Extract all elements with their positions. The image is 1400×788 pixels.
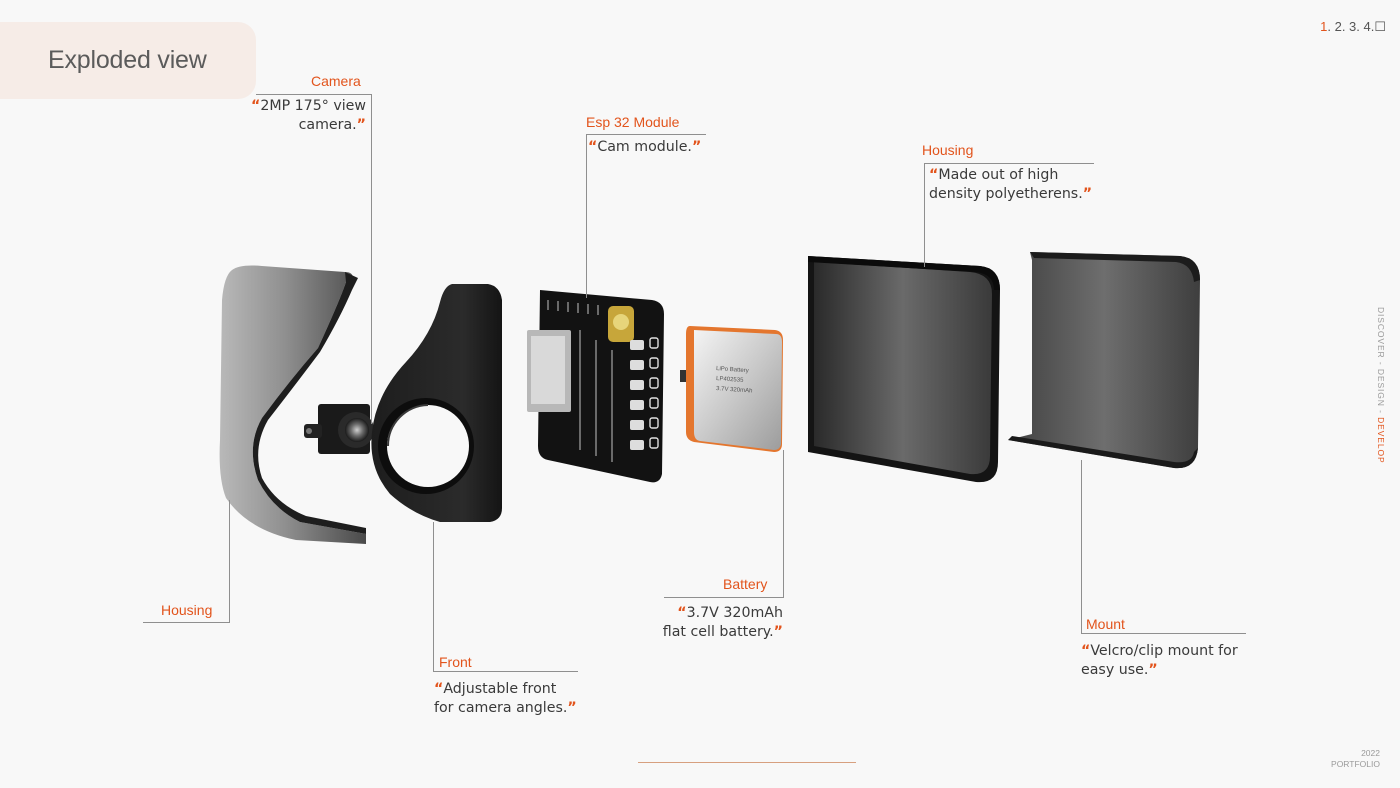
quote-close-mark: ” xyxy=(692,139,701,155)
housing-right-desc-line1: Made out of high xyxy=(938,167,1058,183)
battery-leader-h xyxy=(664,597,784,598)
quote-close-mark: ” xyxy=(1083,186,1092,202)
quote-open-mark: “ xyxy=(434,681,443,697)
battery-desc-line2: flat cell battery. xyxy=(663,624,774,640)
front-desc-line2: for camera angles. xyxy=(434,700,567,716)
esp-desc-line1: Cam module. xyxy=(597,139,692,155)
front-desc-line1: Adjustable front xyxy=(443,681,556,697)
front-description: “Adjustable front for camera angles.” xyxy=(434,680,577,717)
mount-desc-line1: Velcro/clip mount for xyxy=(1090,643,1237,659)
quote-close-mark: ” xyxy=(774,624,783,640)
housing-right-leader-h xyxy=(924,163,1094,164)
battery-description: “3.7V 320mAh flat cell battery.” xyxy=(663,604,783,641)
quote-open-mark: “ xyxy=(588,139,597,155)
esp-label: Esp 32 Module xyxy=(586,114,679,130)
mount-description: “Velcro/clip mount for easy use.” xyxy=(1081,642,1238,679)
battery-desc-line1: 3.7V 320mAh xyxy=(687,605,783,621)
camera-description: “2MP 175° view camera.” xyxy=(251,97,366,134)
quote-open-mark: “ xyxy=(1081,643,1090,659)
mount-desc-line2: easy use. xyxy=(1081,662,1148,678)
mount xyxy=(1008,252,1200,468)
esp-leader-v xyxy=(586,134,587,298)
housing-left-leader-v xyxy=(229,500,230,623)
housing-left-label: Housing xyxy=(161,602,212,618)
front-leader-v xyxy=(433,522,434,672)
esp-leader-h xyxy=(586,134,706,135)
quote-close-mark: ” xyxy=(357,117,366,133)
camera-module xyxy=(304,404,374,454)
camera-desc-line1: 2MP 175° view xyxy=(260,98,366,114)
housing-right-description: “Made out of high density polyetherens.” xyxy=(929,166,1092,203)
battery: LiPo Battery LP402535 3.7V 320mAh xyxy=(680,326,783,452)
right-housing-box xyxy=(808,256,1000,482)
housing-right-leader-v xyxy=(924,163,925,267)
housing-right-label: Housing xyxy=(922,142,973,158)
camera-leader-h xyxy=(256,94,372,95)
camera-leader-v xyxy=(371,94,372,424)
front-leader-h xyxy=(433,671,578,672)
battery-leader-v xyxy=(783,450,784,598)
esp32-board xyxy=(527,290,664,482)
quote-open-mark: “ xyxy=(677,605,686,621)
front-piece xyxy=(371,284,502,522)
front-label: Front xyxy=(439,654,472,670)
mount-leader-h xyxy=(1081,633,1246,634)
mount-label: Mount xyxy=(1086,616,1125,632)
esp-description: “Cam module.” xyxy=(588,138,701,157)
quote-open-mark: “ xyxy=(929,167,938,183)
mount-leader-v xyxy=(1081,460,1082,634)
quote-open-mark: “ xyxy=(251,98,260,114)
housing-right-desc-line2: density polyetherens. xyxy=(929,186,1083,202)
housing-left-leader-h xyxy=(143,622,230,623)
camera-desc-line2: camera. xyxy=(299,117,357,133)
battery-label: Battery xyxy=(723,576,767,592)
quote-close-mark: ” xyxy=(567,700,576,716)
camera-label: Camera xyxy=(311,73,361,89)
quote-close-mark: ” xyxy=(1148,662,1157,678)
